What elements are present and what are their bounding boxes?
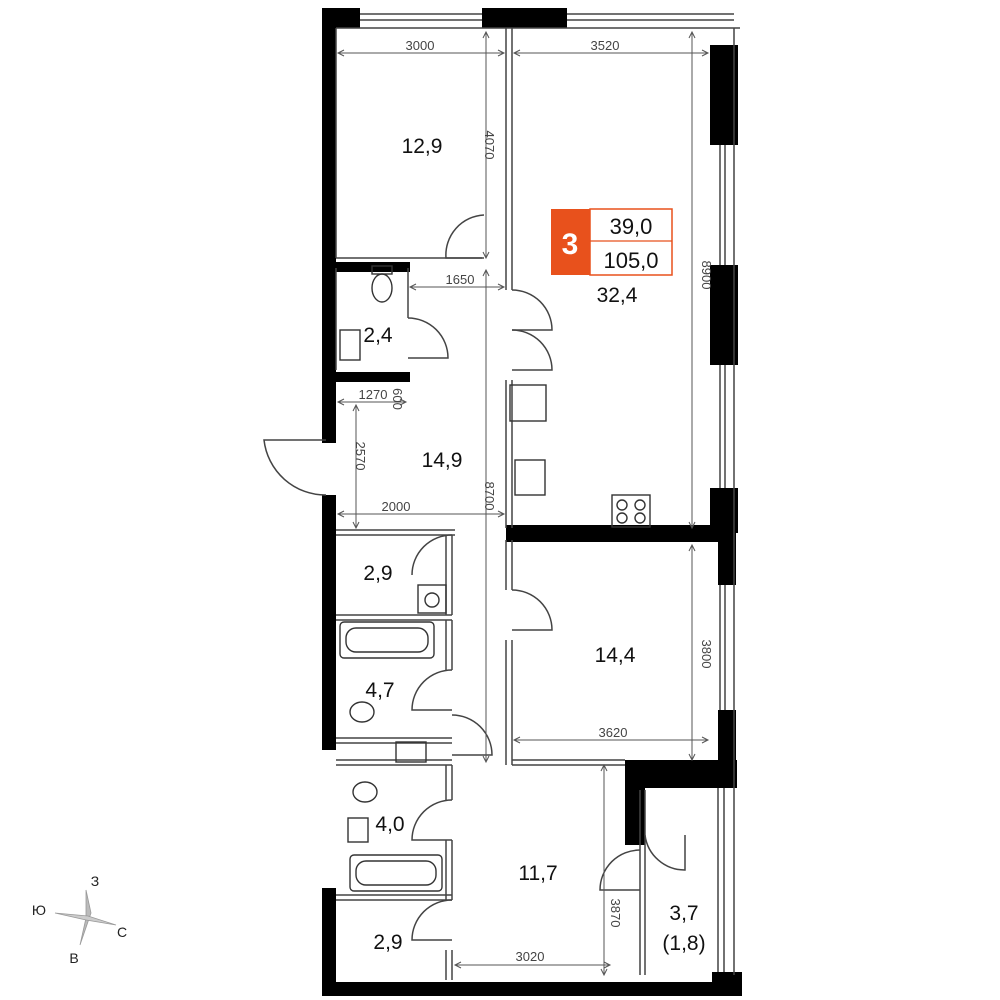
rooms-count-box [551, 209, 590, 275]
wall-15 [330, 262, 410, 272]
door-10 [411, 899, 453, 941]
room-area-bedroom-2: 14,4 [595, 644, 636, 667]
door-0 [445, 214, 485, 259]
stove-icon [611, 494, 651, 528]
dim-kitchen-width: 3520 [591, 38, 620, 53]
compass-star-icon [79, 889, 92, 946]
bathtub-icon [349, 854, 443, 892]
dim-corridor-length: 8700 [482, 482, 497, 511]
wall-12 [718, 710, 736, 765]
compass: З В С Ю [32, 873, 127, 966]
room-area-wc: 2,4 [363, 324, 393, 347]
door-1 [407, 317, 449, 359]
sink-icon [339, 329, 361, 361]
compass-east: С [117, 924, 127, 940]
door-7 [411, 669, 453, 711]
wall-11 [718, 540, 736, 585]
compass-west: Ю [32, 902, 46, 918]
dim-kitchen-depth: 8900 [699, 261, 714, 290]
apartment-badge: 3 39,0 105,0 [551, 208, 673, 276]
dim-hall-width: 2000 [382, 499, 411, 514]
wall-16 [330, 372, 410, 382]
room-area-bedroom-1: 12,9 [402, 135, 443, 158]
room-area-corridor: 11,7 [518, 862, 557, 885]
wall-5 [322, 982, 742, 996]
dim-hall-depth: 2570 [353, 442, 368, 471]
compass-north: З [91, 873, 99, 889]
door-12 [644, 834, 686, 871]
wall-2 [322, 8, 336, 443]
room-area-hall: 14,9 [422, 449, 463, 472]
dim-corridor2-width: 3020 [516, 949, 545, 964]
dim-bedroom2-depth: 3800 [699, 640, 714, 669]
wall-3 [322, 495, 336, 750]
room-area-kitchen-living: 32,4 [597, 284, 638, 307]
door-4 [263, 439, 327, 496]
dim-wc-width: 1650 [446, 272, 475, 287]
door-11 [599, 849, 641, 891]
bathtub-icon [339, 621, 435, 659]
door-9 [411, 799, 453, 841]
door-8 [451, 714, 493, 756]
room-area-balcony: 3,7 [669, 902, 698, 925]
wall-17 [330, 376, 336, 440]
compass-south: В [69, 950, 78, 966]
toilet-icon [352, 781, 378, 803]
door-3 [511, 329, 553, 371]
dim-hall-niche: 600 [390, 388, 405, 410]
toilet-icon [371, 273, 393, 303]
wall-1 [482, 8, 567, 28]
door-2 [511, 289, 553, 331]
fridge-icon [509, 384, 547, 422]
rooms-count: 3 [562, 228, 579, 261]
room-area-bathroom-2: 4,0 [375, 813, 404, 836]
dim-bedroom1-depth: 4070 [482, 131, 497, 160]
door-6 [511, 589, 553, 631]
kitchen-sink-icon [514, 459, 546, 496]
sink-icon [395, 741, 427, 763]
room-area-bathroom-1: 4,7 [365, 679, 394, 702]
dim-hall-width-small: 1270 [359, 387, 388, 402]
dim-bedroom1-width: 3000 [406, 38, 435, 53]
washing-machine-icon [417, 584, 447, 614]
sink-icon [347, 817, 369, 843]
wall-4 [322, 888, 336, 996]
toilet-icon [349, 701, 375, 723]
dim-corridor2-depth: 3870 [608, 899, 623, 928]
room-area-balcony-reduced: (1,8) [662, 932, 705, 955]
wall-13 [712, 972, 742, 990]
living-area: 39,0 [610, 214, 653, 239]
wall-14 [506, 525, 736, 542]
room-area-laundry: 2,9 [363, 562, 392, 585]
room-area-storage: 2,9 [373, 931, 402, 954]
total-area: 105,0 [603, 248, 658, 273]
door-5 [411, 534, 453, 576]
dim-bedroom2-width: 3620 [599, 725, 628, 740]
